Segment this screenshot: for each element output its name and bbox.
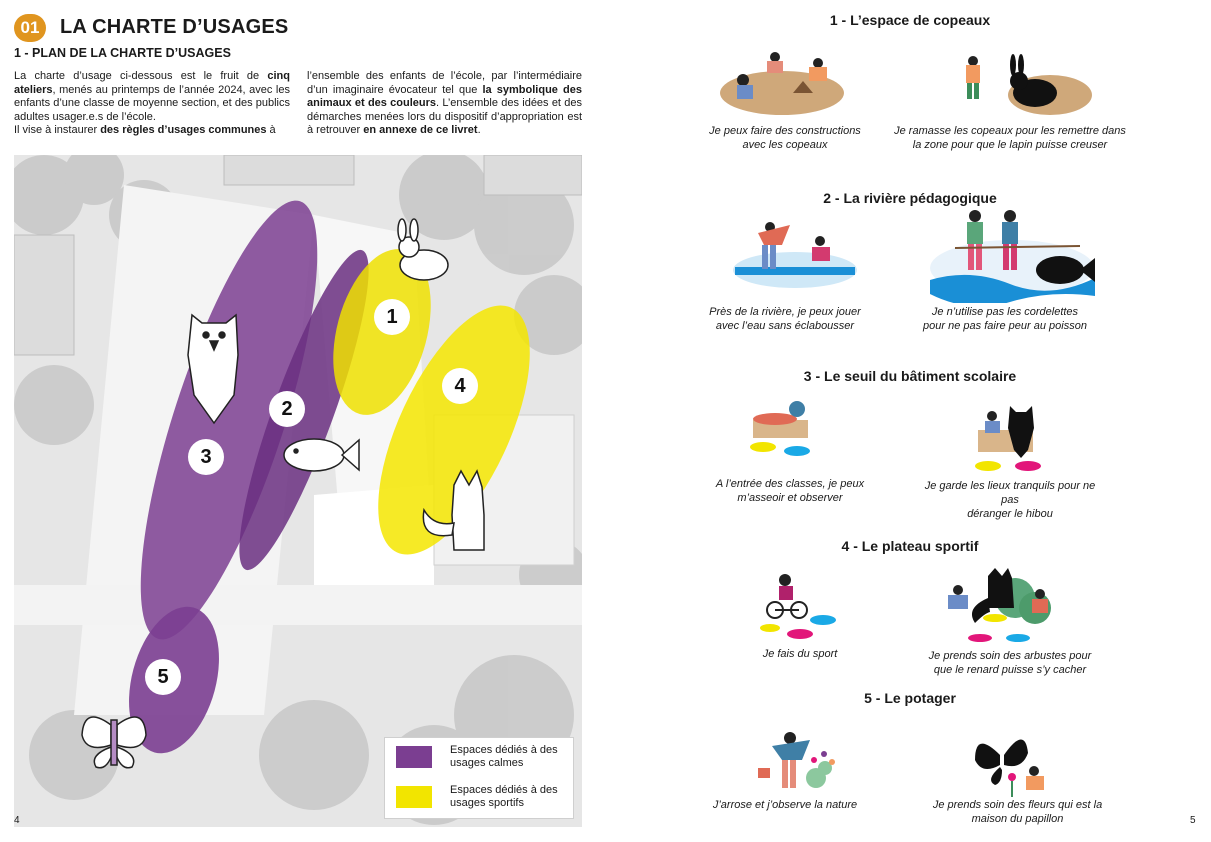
section-title-3: 3 - Le seuil du bâtiment scolaire bbox=[803, 368, 1017, 384]
river-water-play-illustration bbox=[733, 222, 857, 288]
map-legend: Espaces dédiés à des usages calmes Espac… bbox=[384, 737, 574, 819]
garden-watering-illustration bbox=[758, 732, 835, 788]
school-map: 1 2 3 4 5 Espaces dédiés à des usages ca… bbox=[14, 155, 582, 827]
owl-icon bbox=[187, 313, 239, 425]
zone-number-5: 5 bbox=[145, 659, 181, 695]
page-number-right: 5 bbox=[1190, 815, 1196, 826]
legend-label-sport: Espaces dédiés à des usages sportifs bbox=[450, 784, 558, 809]
sport-cycling-illustration bbox=[760, 574, 836, 639]
fox-icon bbox=[422, 469, 485, 551]
caption-4a: Je fais du sport bbox=[762, 648, 838, 660]
caption-5a: J’arrose et j’observe la nature bbox=[712, 799, 858, 811]
intro-paragraph-2: l’ensemble des enfants de l’école, par l… bbox=[307, 70, 582, 136]
section-title-5: 5 - Le potager bbox=[864, 690, 956, 706]
page-number-left: 4 bbox=[14, 815, 20, 826]
butterfly-flowers-illustration bbox=[975, 739, 1044, 797]
chapter-badge: 01 bbox=[14, 14, 46, 42]
legend-label-calm: Espaces dédiés à des usages calmes bbox=[450, 744, 558, 769]
zone-number-2: 2 bbox=[269, 391, 305, 427]
zone-number-3: 3 bbox=[188, 439, 224, 475]
zone-3-calm bbox=[140, 200, 318, 640]
section-subtitle: 1 - PLAN DE LA CHARTE D’USAGES bbox=[14, 46, 231, 60]
rabbit-woodchips-illustration bbox=[966, 54, 1092, 115]
fish-icon bbox=[283, 438, 360, 472]
section-title-1: 1 - L’espace de copeaux bbox=[829, 12, 991, 28]
owl-threshold-illustration bbox=[975, 406, 1041, 471]
page-title: LA CHARTE D’USAGES bbox=[60, 16, 289, 38]
zone-4-sport bbox=[378, 305, 530, 555]
legend-swatch-sport bbox=[396, 786, 432, 808]
zone-number-4: 4 bbox=[442, 368, 478, 404]
intro-paragraph-1: La charte d’usage ci-dessous est le frui… bbox=[14, 70, 290, 136]
rabbit-icon bbox=[397, 218, 449, 281]
legend-swatch-calm bbox=[396, 746, 432, 768]
section-title-4: 4 - Le plateau sportif bbox=[841, 538, 979, 554]
woodchips-building-illustration bbox=[720, 52, 844, 115]
butterfly-icon bbox=[81, 716, 147, 769]
map-background bbox=[14, 155, 582, 827]
zone-number-1: 1 bbox=[374, 299, 410, 335]
fox-shrubs-illustration bbox=[948, 568, 1051, 642]
caption-1b: Je ramasse les copeaux pour les remettre… bbox=[894, 125, 1126, 151]
threshold-sitting-illustration bbox=[750, 401, 810, 456]
section-title-2: 2 - La rivière pédagogique bbox=[823, 190, 997, 206]
river-fish-illustration bbox=[930, 210, 1095, 303]
